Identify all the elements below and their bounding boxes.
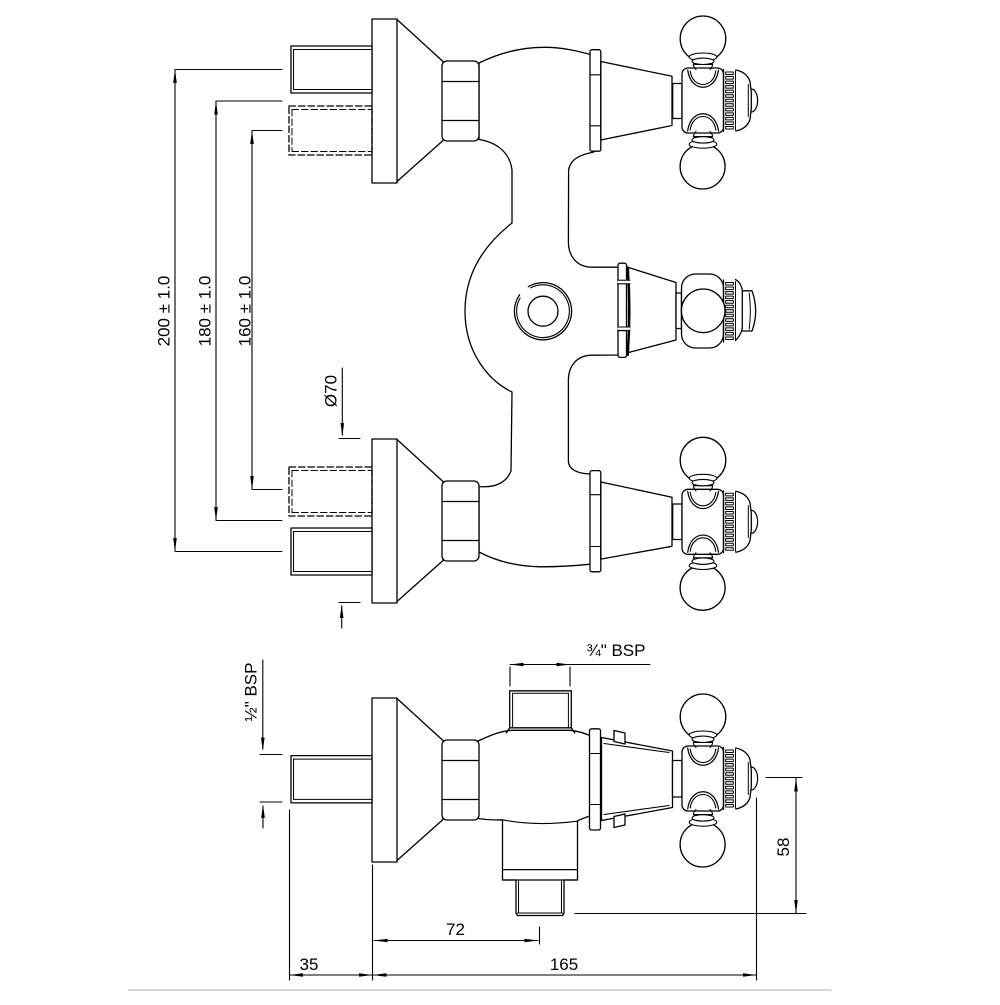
svg-text:180 ± 1.0: 180 ± 1.0 [196, 276, 215, 347]
svg-text:165: 165 [550, 955, 578, 974]
svg-text:Ø70: Ø70 [322, 375, 341, 407]
svg-text:58: 58 [774, 838, 793, 857]
svg-text:¾" BSP: ¾" BSP [587, 641, 646, 660]
svg-text:½" BSP: ½" BSP [242, 663, 261, 722]
svg-text:35: 35 [300, 955, 319, 974]
svg-text:200 ± 1.0: 200 ± 1.0 [155, 276, 174, 347]
svg-text:72: 72 [446, 920, 465, 939]
svg-text:160 ± 1.0: 160 ± 1.0 [236, 276, 255, 347]
